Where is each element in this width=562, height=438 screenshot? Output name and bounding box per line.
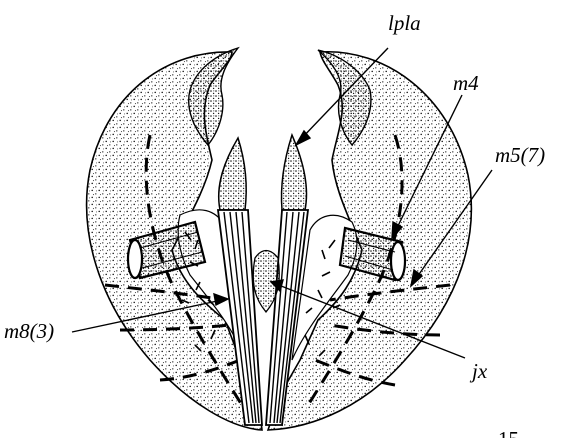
label-lpla: lpla <box>388 11 421 35</box>
lateral-plate-right <box>281 135 306 210</box>
lateral-plate-left <box>219 138 246 210</box>
label-m8: m8(3) <box>4 319 54 343</box>
label-m5: m5(7) <box>495 143 545 167</box>
figure-number: 15 <box>498 427 519 438</box>
label-jx: jx <box>469 359 488 383</box>
label-m4: m4 <box>453 71 479 95</box>
